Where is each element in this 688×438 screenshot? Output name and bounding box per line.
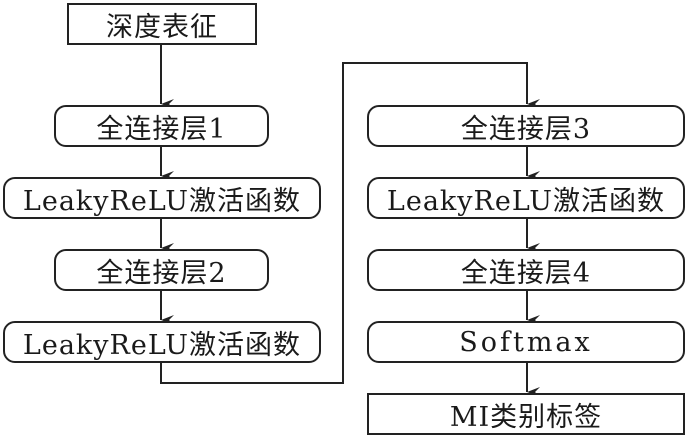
node-leakyrelu-3: LeakyReLU激活函数 (367, 177, 685, 219)
node-mi-class-label: MI类别标签 (367, 393, 685, 435)
node-softmax: Softmax (367, 321, 685, 363)
node-leakyrelu-2: LeakyReLU激活函数 (3, 321, 321, 363)
node-fc-layer-2: 全连接层2 (54, 249, 269, 291)
node-fc-layer-4: 全连接层4 (367, 249, 685, 291)
node-fc-layer-3: 全连接层3 (367, 105, 685, 147)
node-fc-layer-1: 全连接层1 (54, 105, 269, 147)
node-deep-representation: 深度表征 (67, 3, 257, 45)
node-leakyrelu-1: LeakyReLU激活函数 (3, 177, 321, 219)
edge-n5-n6 (160, 62, 540, 384)
